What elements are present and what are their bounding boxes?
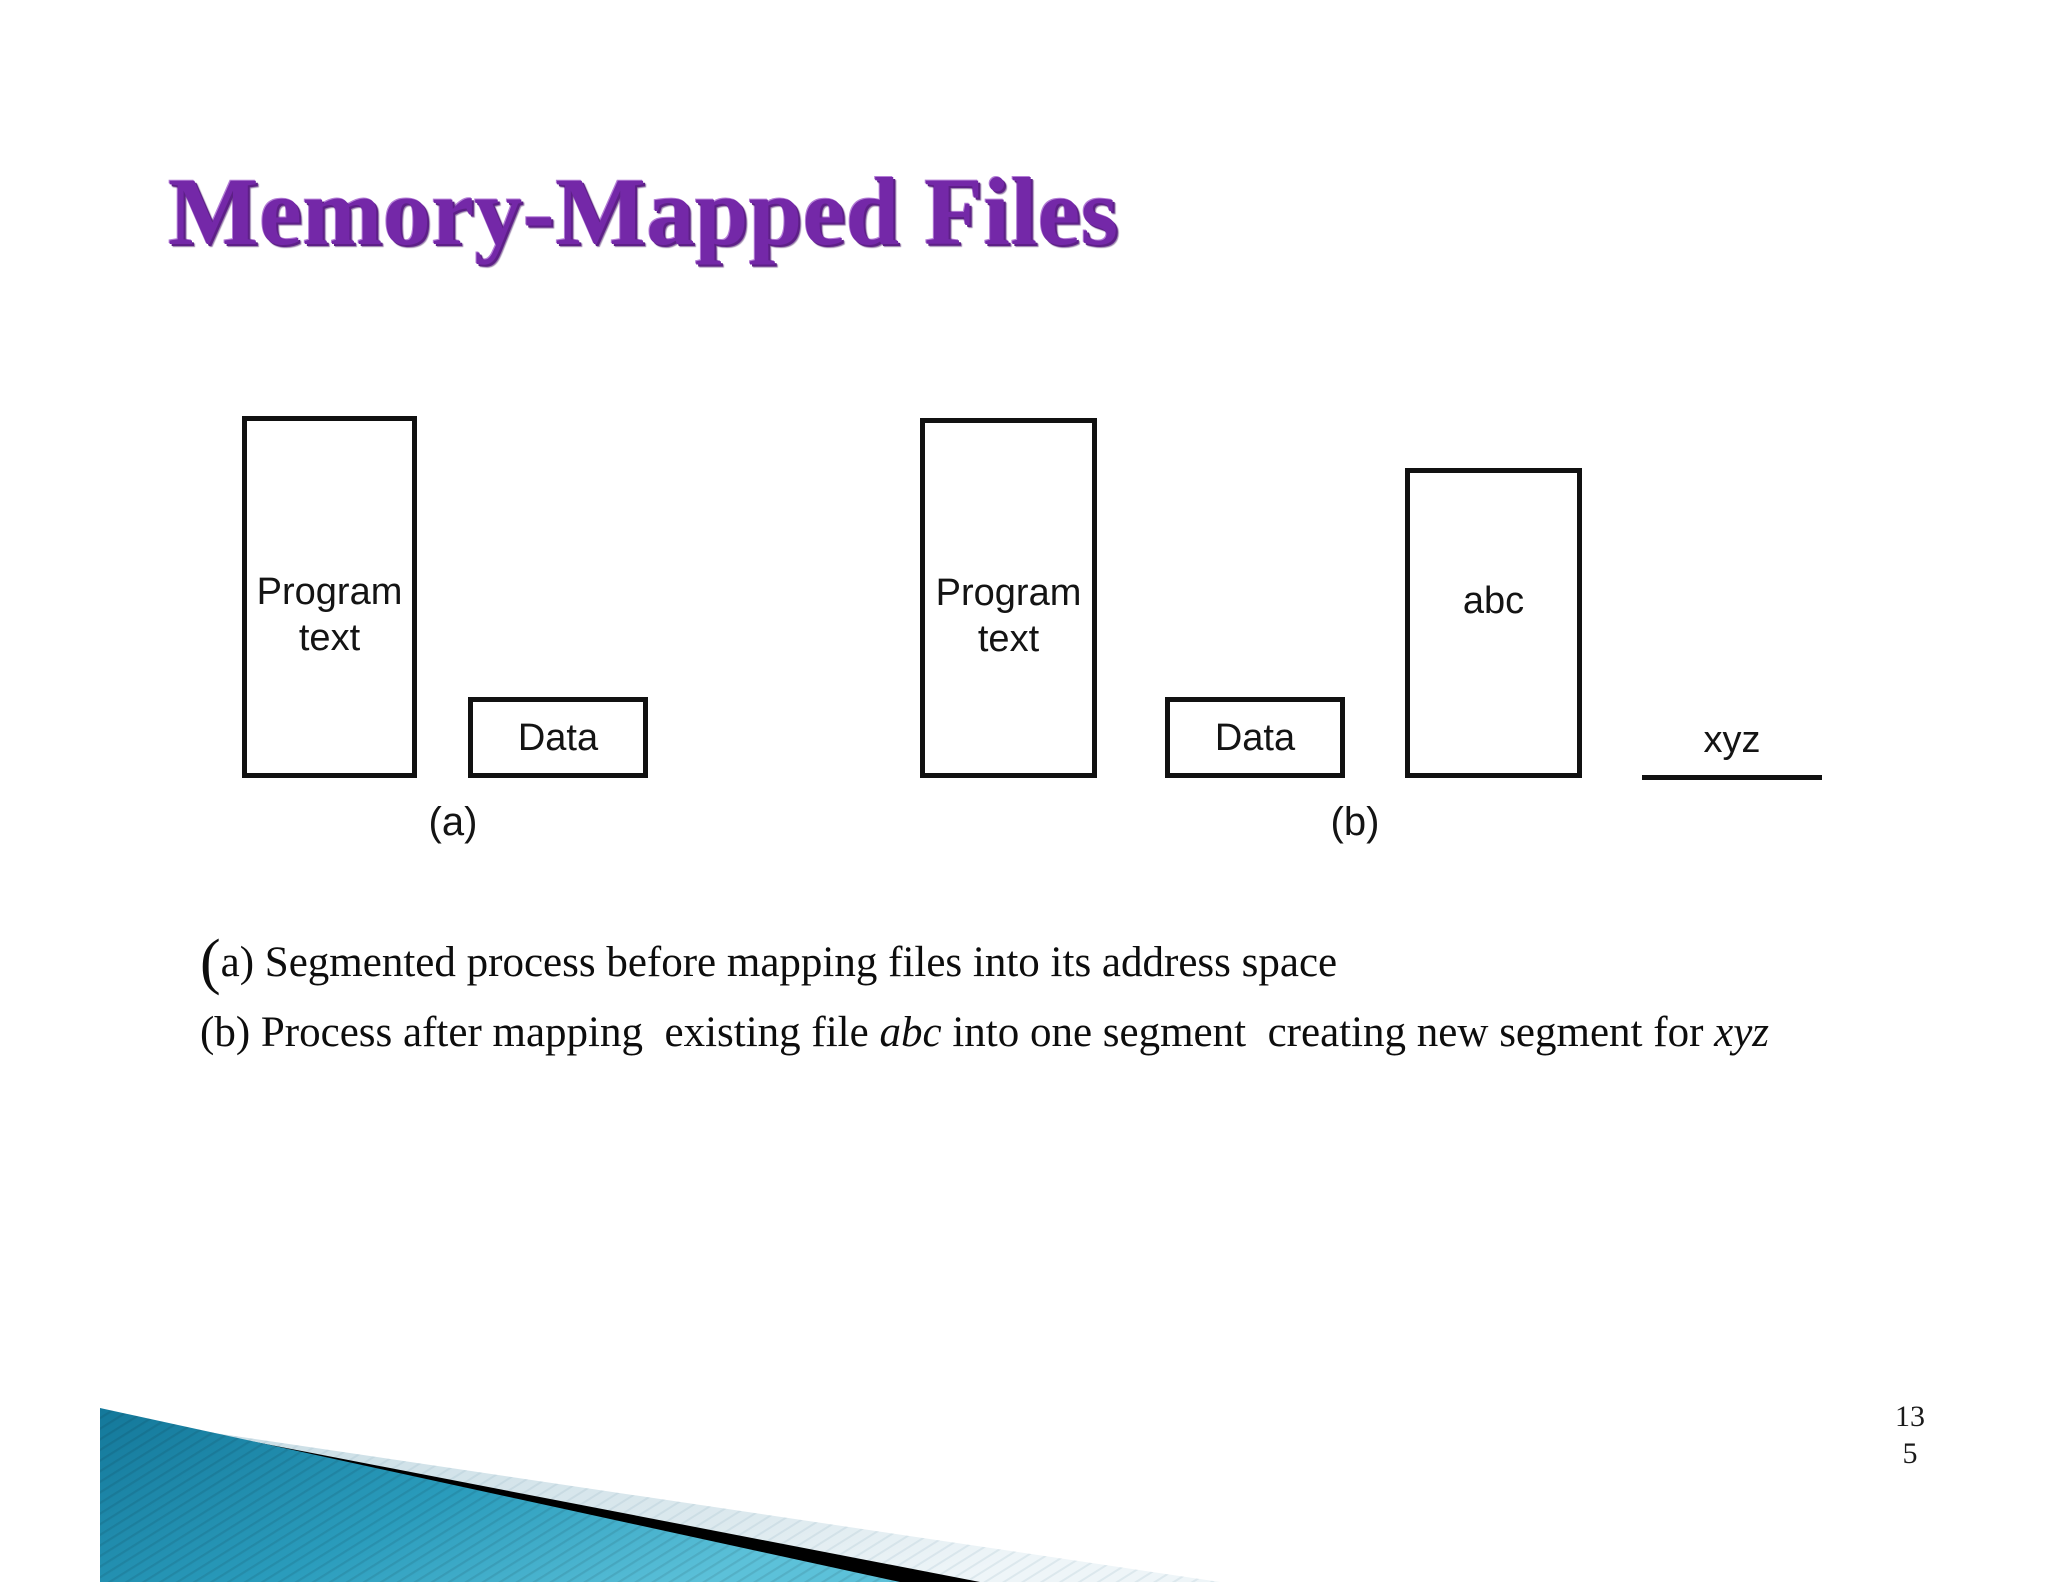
decoration-teal-wedge-texture: [100, 1408, 900, 1582]
caption-line-b-prefix: (b) Process after mapping existing file: [200, 1009, 880, 1056]
page-title: Memory-Mapped Files: [168, 158, 1119, 265]
segment-open-xyz-label: xyz: [1703, 719, 1761, 761]
caption-line-b: (b) Process after mapping existing file …: [200, 998, 1900, 1068]
segment-box-data-a: Data: [468, 697, 648, 778]
page-number-line-1: 13: [1895, 1400, 1925, 1433]
segment-box-abc-label: abc: [1462, 580, 1525, 622]
caption-line-a-text: a) Segmented process before mapping file…: [220, 939, 1338, 986]
segment-box-program-text-a-label: Program text: [256, 571, 403, 659]
segment-box-data-b: Data: [1165, 697, 1345, 778]
slide-decoration-wedges: [100, 1332, 1220, 1582]
segment-box-program-text-b-label: Program text: [935, 572, 1082, 660]
caption-line-b-italic-abc: abc: [879, 1009, 942, 1056]
diagram-caption: (a) Segmented process before mapping fil…: [200, 928, 1900, 1068]
diagram-label-b: (b): [1330, 800, 1380, 844]
segment-box-program-text-a: Program text: [242, 416, 417, 778]
caption-line-a: (a) Segmented process before mapping fil…: [200, 928, 1900, 998]
page-number: 13 5: [1880, 1398, 1940, 1472]
caption-line-a-paren: (: [200, 928, 221, 996]
segment-box-program-text-b: Program text: [920, 418, 1097, 778]
caption-line-b-middle: into one segment creating new segment fo…: [941, 1009, 1715, 1056]
decoration-svg: [100, 1408, 1220, 1582]
page-number-line-2: 5: [1902, 1437, 1918, 1470]
segment-box-abc: abc: [1405, 468, 1582, 778]
segment-box-data-a-label: Data: [517, 716, 599, 759]
memory-mapped-files-diagram: Program text Data (a) Program text Data …: [242, 416, 1822, 844]
segment-box-data-b-label: Data: [1214, 716, 1296, 759]
segment-open-xyz: xyz: [1642, 718, 1822, 780]
diagram-label-a: (a): [428, 800, 478, 844]
caption-line-b-italic-xyz: xyz: [1714, 1009, 1770, 1056]
